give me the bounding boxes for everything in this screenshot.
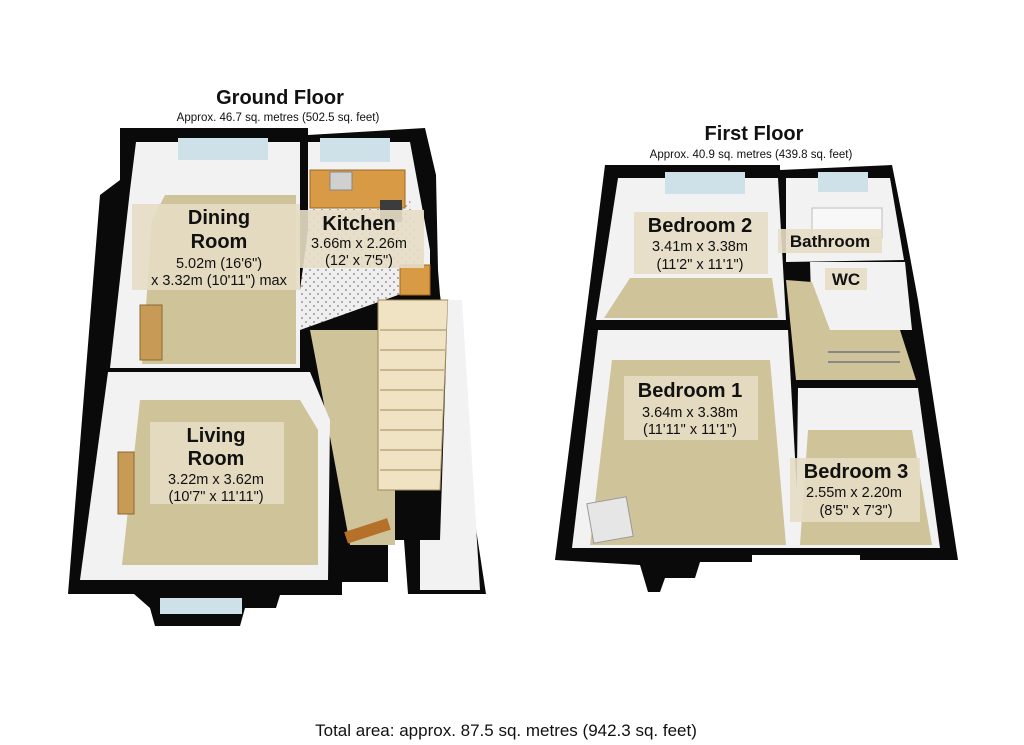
bedroom-1-wardrobe (586, 496, 634, 544)
bedroom-3-name: Bedroom 3 (804, 461, 908, 483)
dining-room-name: Dining (188, 207, 250, 229)
bedroom-1-label-bg (624, 376, 758, 440)
bathroom-label-bg (778, 229, 882, 253)
living-room-dims-2: (10'7" x 11'11") (168, 489, 263, 505)
living-room-dims: 3.22m x 3.62m (168, 472, 264, 488)
first-floor-title: First Floor (705, 123, 804, 145)
bedroom-1-dims-2: (11'11" x 11'1") (643, 422, 737, 438)
wc-label-bg (825, 268, 867, 290)
first-floor-area: Approx. 40.9 sq. metres (439.8 sq. feet) (650, 149, 853, 161)
hall-right-wall (420, 300, 480, 590)
bedroom-3-label-bg (790, 458, 920, 522)
kitchen-name: Kitchen (322, 213, 395, 235)
bathroom-name: Bathroom (790, 232, 870, 251)
ground-floor-title: Ground Floor (216, 87, 344, 109)
bedroom-2-floor (604, 278, 778, 318)
bedroom-1-dims: 3.64m x 3.38m (642, 405, 738, 421)
kitchen-dims: 3.66m x 2.26m (311, 236, 407, 252)
bedroom-2-label-bg (634, 212, 768, 274)
bathroom-window (818, 172, 868, 192)
dining-room-dims-2: x 3.32m (10'11") max (151, 273, 288, 289)
landing-banister (828, 351, 900, 363)
kitchen-label-bg (296, 210, 424, 268)
staircase (377, 299, 449, 491)
ground-floor-plan (68, 128, 486, 626)
living-room-label-bg (150, 422, 284, 504)
bedroom-3-dims-2: (8'5" x 7'3") (819, 503, 892, 519)
kitchen-dims-2: (12' x 7'5") (325, 253, 393, 269)
wc-name: WC (832, 270, 860, 289)
front-door (344, 518, 391, 544)
kitchen-sink (329, 171, 353, 191)
landing-floor (786, 280, 916, 380)
dining-room-label-bg (132, 204, 300, 290)
dining-room-dims: 5.02m (16'6") (176, 256, 262, 272)
dining-room-window (178, 138, 268, 160)
bedroom-1-name: Bedroom 1 (638, 380, 742, 402)
kitchen-window (320, 138, 390, 162)
bedroom-2-dims-2: (11'2" x 11'1") (656, 257, 743, 273)
dining-room-name-2: Room (191, 231, 248, 253)
total-area: Total area: approx. 87.5 sq. metres (942… (315, 721, 697, 740)
dining-room-sideboard (139, 304, 163, 361)
living-room-name: Living (187, 425, 246, 447)
living-room-sideboard (117, 451, 135, 515)
bedroom-3-dims: 2.55m x 2.20m (806, 485, 902, 501)
living-room-name-2: Room (188, 448, 245, 470)
living-room-bay-window (160, 598, 242, 614)
bedroom-2-name: Bedroom 2 (648, 215, 752, 237)
hallway-floor (310, 330, 395, 545)
bedroom-2-window (665, 172, 745, 194)
ground-floor-area: Approx. 46.7 sq. metres (502.5 sq. feet) (177, 112, 380, 124)
kitchen-side-counter (399, 264, 431, 296)
bedroom-2-dims: 3.41m x 3.38m (652, 239, 748, 255)
